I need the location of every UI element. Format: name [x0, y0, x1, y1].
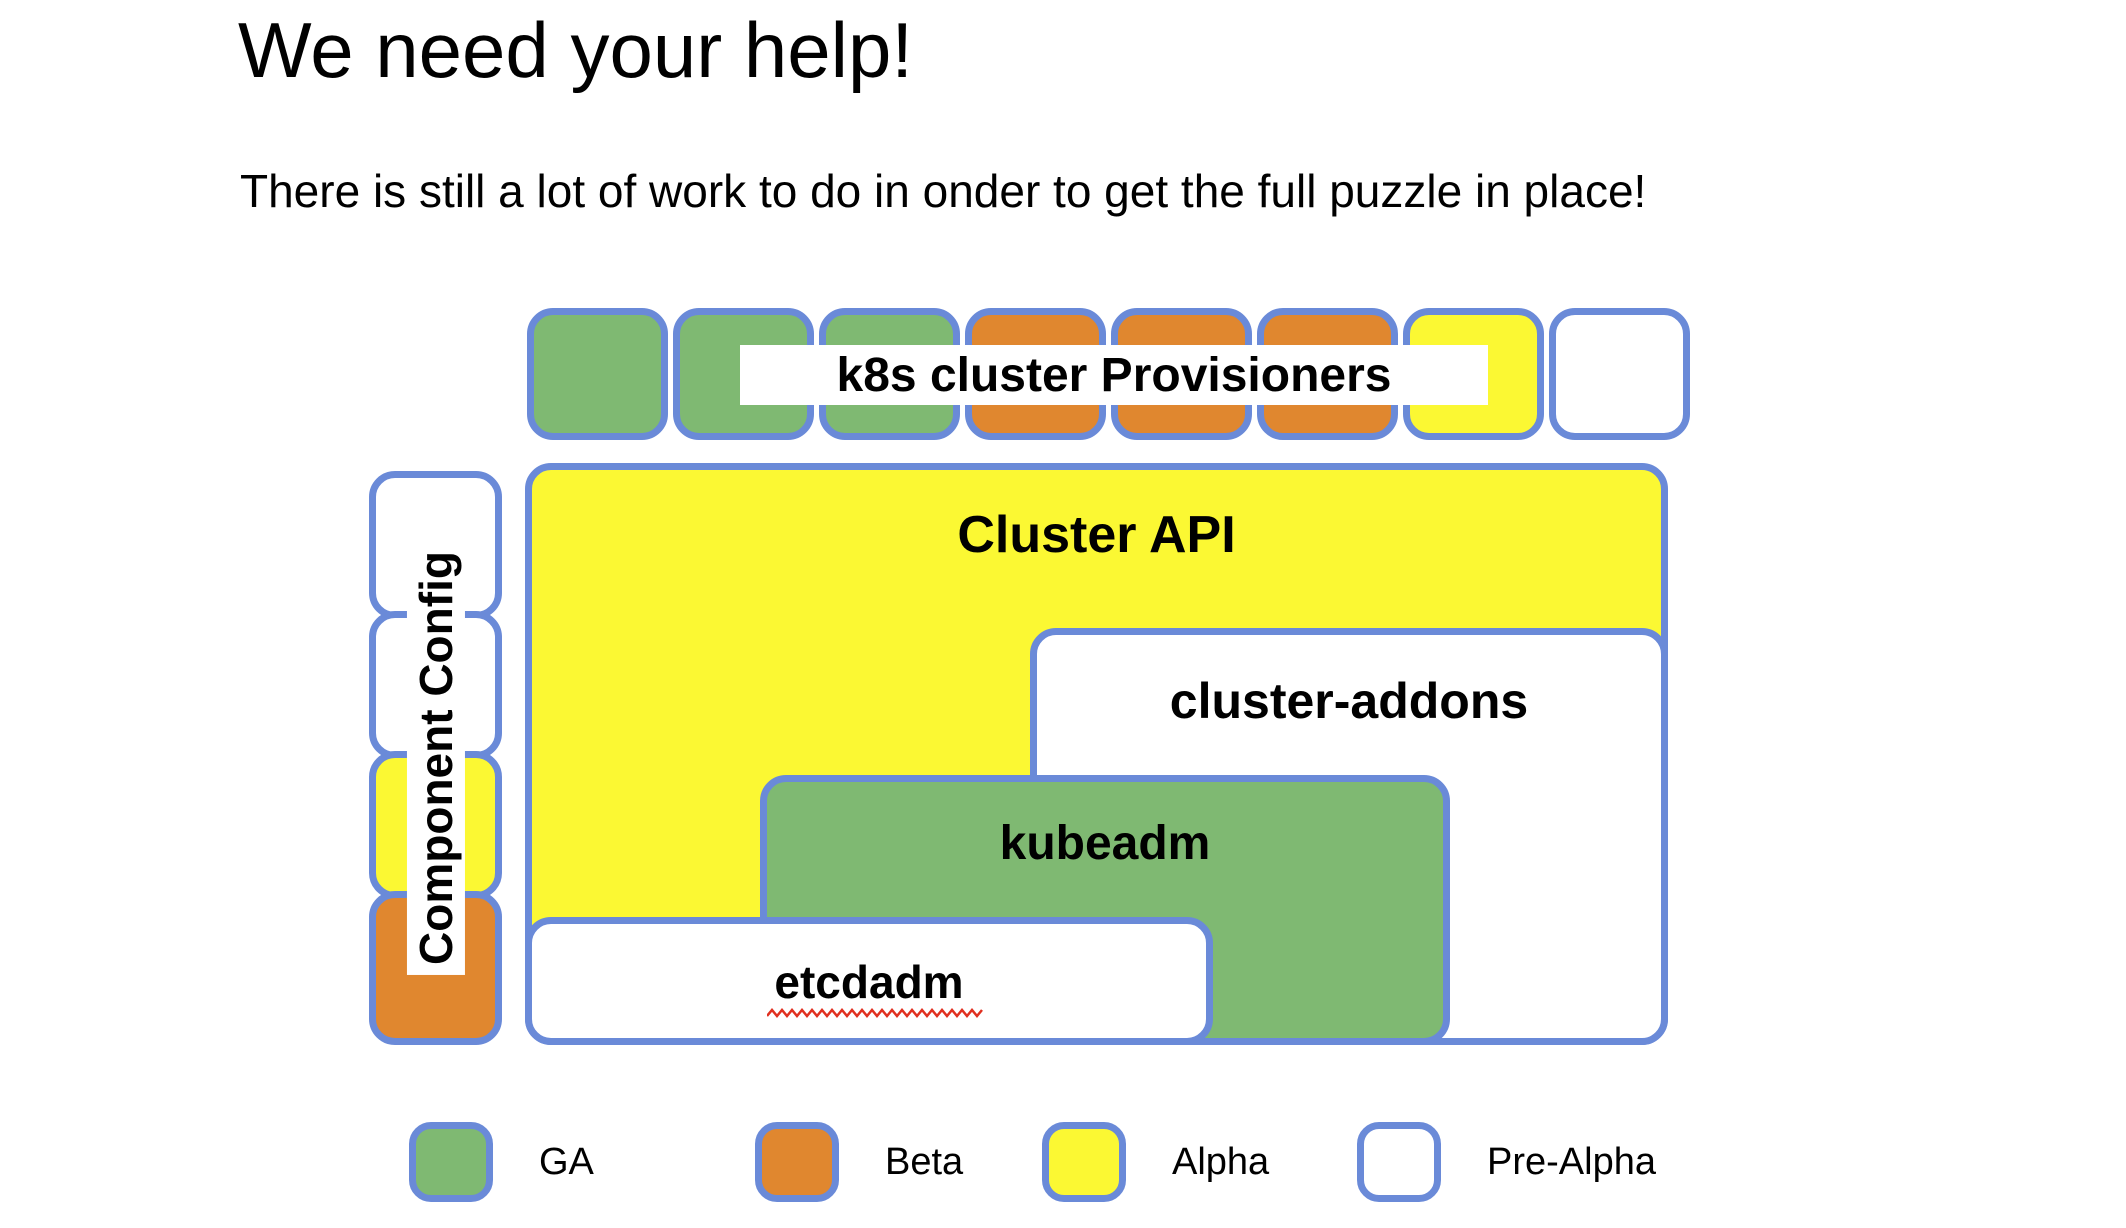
k8s-cluster-provisioners-label: k8s cluster Provisioners [740, 345, 1488, 405]
page-subtitle: There is still a lot of work to do in on… [240, 165, 1647, 217]
etcdadm-label: etcdadm [774, 956, 964, 1008]
legend-item-beta[interactable]: Beta [755, 1122, 963, 1202]
legend-label-prealpha: Pre-Alpha [1487, 1140, 1656, 1183]
legend-swatch-beta [755, 1122, 839, 1202]
legend-swatch-ga [409, 1122, 493, 1202]
legend-item-prealpha[interactable]: Pre-Alpha [1357, 1122, 1656, 1202]
cluster-api-label: Cluster API [957, 506, 1236, 564]
legend-label-ga: GA [539, 1140, 594, 1183]
provisioner-tile-1[interactable] [527, 308, 668, 440]
component-config-segment-3[interactable] [369, 751, 502, 899]
cluster-addons-label: cluster-addons [1169, 673, 1529, 729]
etcdadm-block[interactable] [525, 917, 1213, 1045]
page-title: We need your help! [238, 6, 913, 94]
component-config-segment-4[interactable] [369, 891, 502, 1045]
legend-item-alpha[interactable]: Alpha [1042, 1122, 1269, 1202]
component-config-segment-2[interactable] [369, 611, 502, 759]
legend-swatch-alpha [1042, 1122, 1126, 1202]
legend-label-alpha: Alpha [1172, 1140, 1270, 1183]
kubeadm-label: kubeadm [999, 817, 1211, 870]
component-config-segment-1[interactable] [369, 471, 502, 619]
legend-swatch-prealpha [1357, 1122, 1441, 1202]
provisioner-tile-8[interactable] [1549, 308, 1690, 440]
legend: GA Beta Alpha Pre-Alpha [0, 1122, 2126, 1214]
legend-item-ga[interactable]: GA [409, 1122, 594, 1202]
legend-label-beta: Beta [885, 1140, 964, 1183]
component-config-column[interactable] [369, 471, 502, 1045]
